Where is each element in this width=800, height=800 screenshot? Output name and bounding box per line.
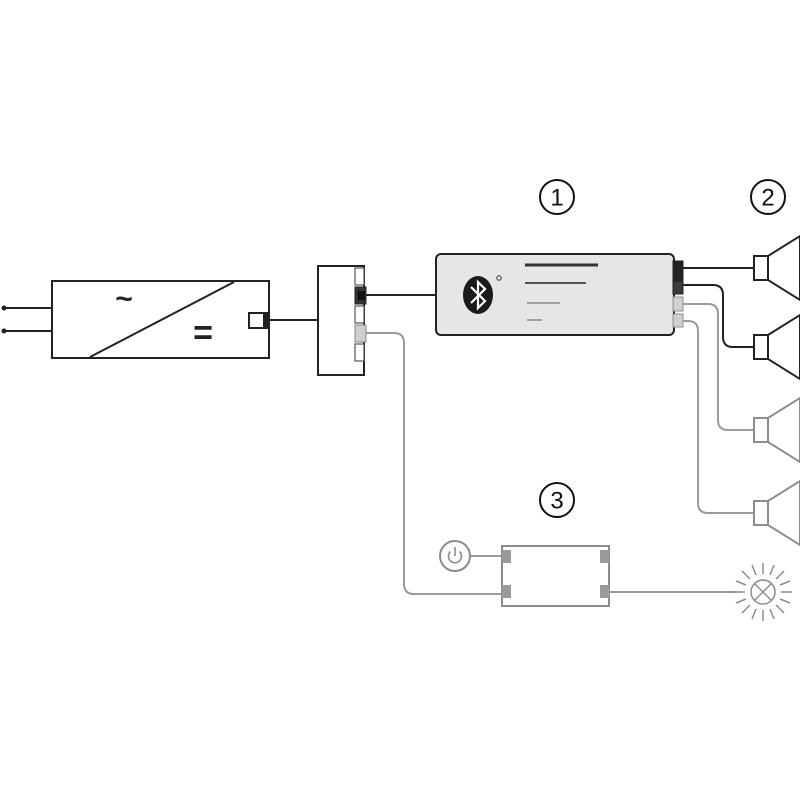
speaker-wire	[683, 284, 754, 348]
callout-1: 1	[539, 179, 575, 215]
distributor-port-2	[354, 324, 367, 343]
speaker-icon	[753, 479, 800, 547]
bluetooth-amplifier	[435, 253, 684, 336]
bluetooth-icon	[463, 275, 502, 314]
power-supply-unit: ~ =	[51, 280, 270, 359]
speaker-icon	[753, 313, 800, 381]
amplifier-output-port	[672, 280, 684, 295]
speaker-icon	[753, 396, 800, 464]
speaker-icon	[753, 234, 800, 302]
power-button-icon	[439, 540, 471, 572]
light-fixture-icon	[734, 563, 792, 621]
callout-3: 3	[539, 482, 575, 518]
switch-power-wire	[366, 332, 502, 595]
amplifier-output-port	[672, 260, 684, 281]
callout-3-label: 3	[550, 488, 563, 515]
amplifier-output-port	[672, 296, 684, 312]
speaker-wire	[683, 303, 754, 431]
ac-symbol: ~	[115, 283, 133, 316]
callout-1-label: 1	[550, 185, 563, 212]
speaker-wire	[683, 320, 754, 514]
switch-module	[501, 545, 610, 607]
dc-symbol: =	[193, 314, 213, 352]
distributor-block	[317, 265, 367, 376]
callout-2: 2	[750, 179, 786, 215]
amplifier-output-port	[672, 313, 684, 328]
callout-2-label: 2	[761, 185, 774, 212]
mains-input	[1, 305, 52, 334]
